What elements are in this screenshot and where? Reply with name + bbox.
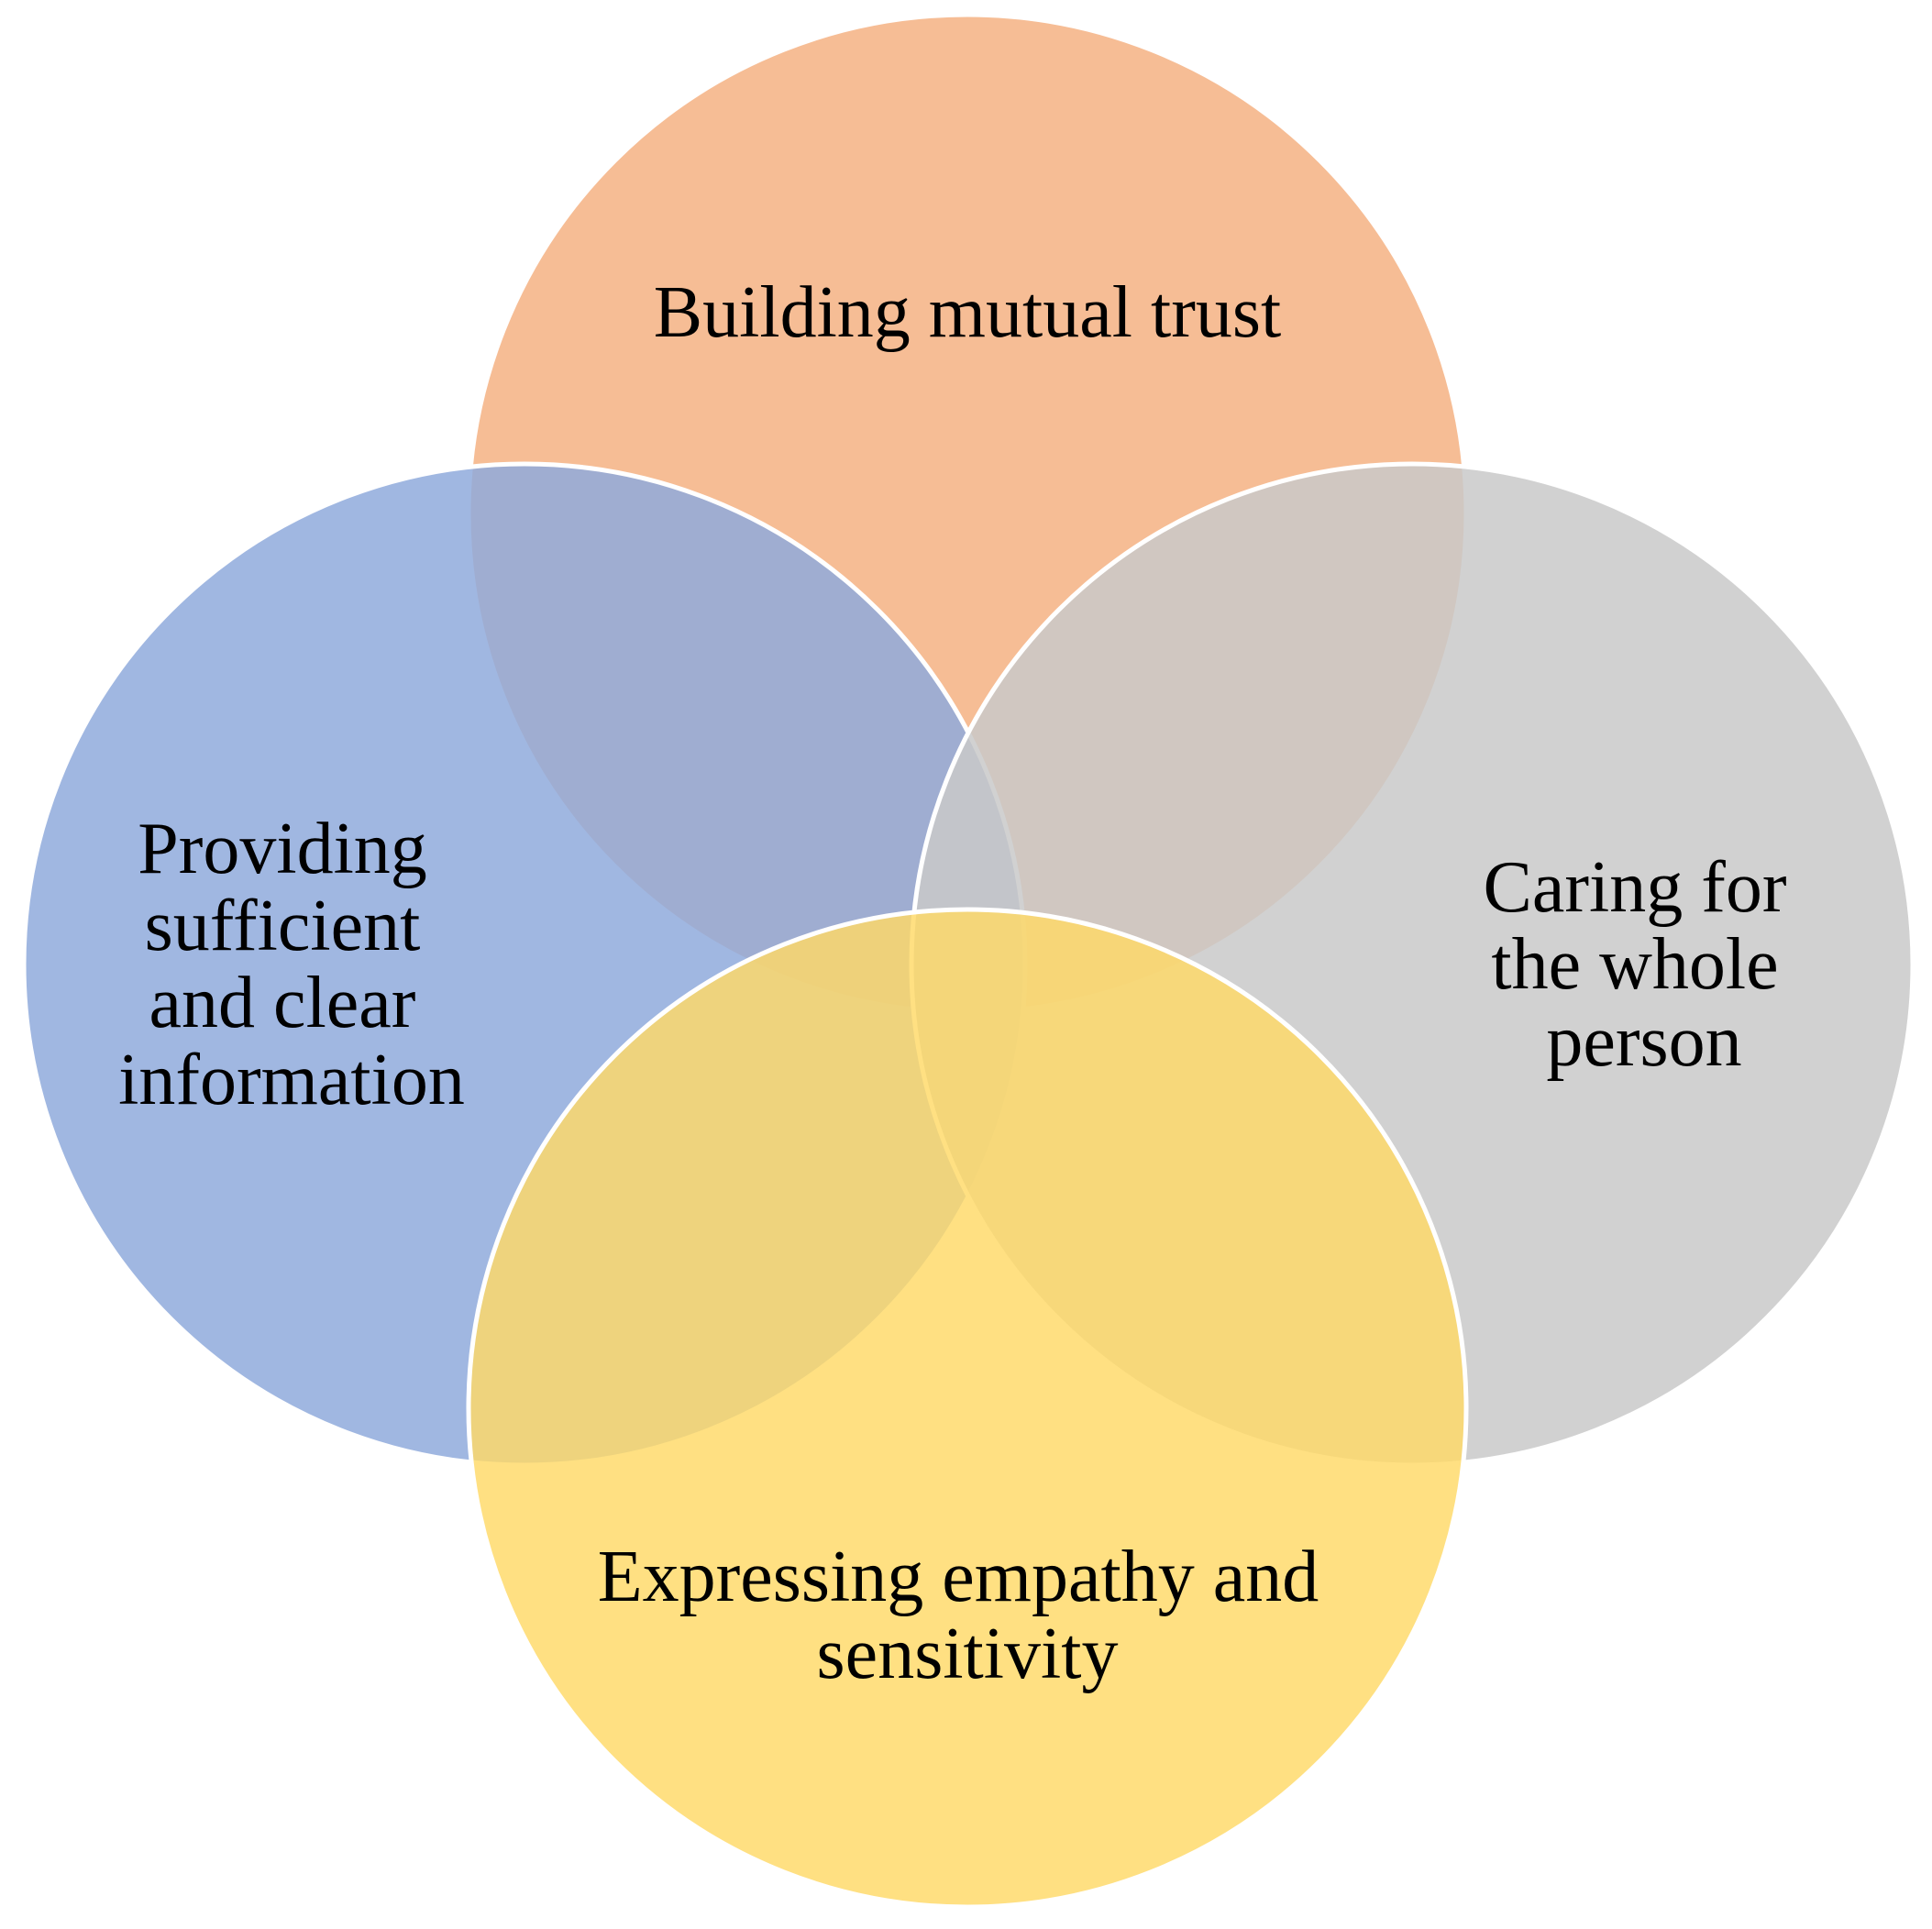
- label-providing-information: Providing sufficient and clear informati…: [118, 809, 465, 1120]
- label-building-mutual-trust: Building mutual trust: [654, 272, 1281, 353]
- circle-expressing-empathy: [466, 907, 1469, 1910]
- label-expressing-empathy: Expressing empathy and sensitivity: [598, 1537, 1337, 1694]
- label-caring-whole-person: Caring for the whole person: [1483, 847, 1805, 1082]
